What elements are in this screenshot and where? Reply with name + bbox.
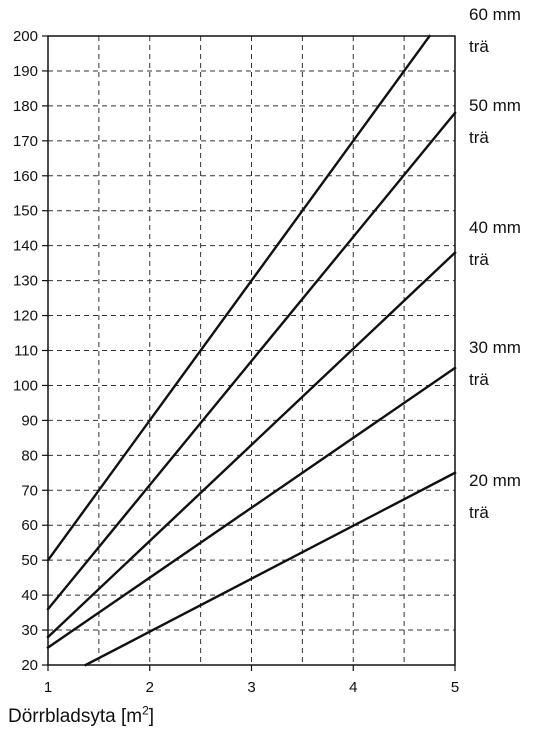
y-tick-label: 170 — [13, 133, 38, 150]
y-tick-label: 60 — [21, 517, 38, 534]
series-label-line: trä — [469, 503, 489, 522]
series-label-line: trä — [469, 37, 489, 56]
x-tick-labels: 1 2 3 4 5 — [44, 679, 459, 696]
y-tick-labels: 20 30 40 50 60 70 80 90 100 110 120 130 140 150 160 170… — [13, 28, 38, 674]
series-labels: 60 mm trä 50 mm trä 40 mm trä 30 mm trä 20 mm trä — [469, 5, 521, 522]
y-tick-label: 90 — [21, 412, 38, 429]
series-label: 60 mm trä — [469, 5, 521, 56]
y-tick-label: 110 — [14, 343, 38, 360]
series-line — [46, 366, 457, 650]
y-tick-label: 100 — [13, 377, 38, 394]
y-tick-label: 130 — [13, 273, 38, 290]
series-label: 30 mm trä — [469, 338, 521, 389]
y-tick-label: 190 — [13, 63, 38, 80]
ticks — [42, 35, 456, 671]
series-line — [46, 250, 457, 639]
series-lines — [46, 34, 457, 667]
y-tick-label: 80 — [21, 447, 38, 464]
y-tick-label: 70 — [21, 482, 38, 499]
series-label-line: 60 mm — [469, 5, 521, 24]
series-label-line: trä — [469, 128, 489, 147]
x-tick-label: 4 — [349, 679, 357, 696]
series-label-line: 30 mm — [469, 338, 521, 357]
series-line — [84, 471, 457, 667]
x-tick-label: 5 — [451, 679, 459, 696]
series-label: 20 mm trä — [469, 471, 521, 522]
series-line — [46, 34, 432, 562]
series-label: 50 mm trä — [469, 96, 521, 147]
x-tick-label: 2 — [146, 679, 154, 696]
series-label-line: 50 mm — [469, 96, 521, 115]
y-tick-label: 120 — [13, 308, 38, 325]
y-tick-label: 30 — [21, 622, 38, 639]
y-tick-label: 40 — [21, 587, 38, 604]
y-tick-label: 50 — [21, 552, 38, 569]
x-axis-label: Dörrbladsyta [m2] — [8, 703, 155, 727]
y-tick-label: 20 — [21, 657, 38, 674]
y-tick-label: 150 — [13, 203, 38, 220]
x-tick-label: 3 — [247, 679, 255, 696]
y-tick-label: 140 — [13, 238, 38, 255]
series-label: 40 mm trä — [469, 218, 521, 269]
y-tick-label: 180 — [13, 98, 38, 115]
series-label-line: 20 mm — [469, 471, 521, 490]
series-label-line: 40 mm — [469, 218, 521, 237]
y-tick-label: 160 — [13, 168, 38, 185]
x-tick-label: 1 — [44, 679, 52, 696]
series-label-line: trä — [469, 250, 489, 269]
series-line — [46, 111, 457, 611]
grid — [48, 36, 455, 665]
series-label-line: trä — [469, 370, 489, 389]
y-tick-label: 200 — [13, 28, 38, 45]
